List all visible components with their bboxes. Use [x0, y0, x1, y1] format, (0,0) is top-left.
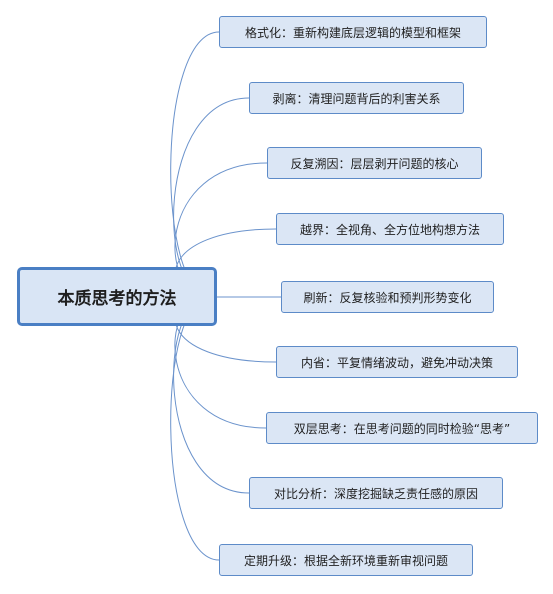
branch-stripping[interactable]: 剥离：清理问题背后的利害关系 [249, 82, 464, 114]
branch-crossing-boundaries[interactable]: 越界：全视角、全方位地构想方法 [276, 213, 504, 245]
branch-comparative-analysis[interactable]: 对比分析：深度挖掘缺乏责任感的原因 [249, 477, 503, 509]
branch-formatting[interactable]: 格式化：重新构建底层逻辑的模型和框架 [219, 16, 487, 48]
branch-refresh[interactable]: 刷新：反复核验和预判形势变化 [281, 281, 494, 313]
branch-double-thinking[interactable]: 双层思考：在思考问题的同时检验“思考” [266, 412, 538, 444]
branch-periodic-upgrade[interactable]: 定期升级：根据全新环境重新审视问题 [219, 544, 473, 576]
branch-repeated-abduction[interactable]: 反复溯因：层层剥开问题的核心 [267, 147, 482, 179]
root-topic[interactable]: 本质思考的方法 [17, 267, 217, 326]
branch-introspection[interactable]: 内省：平复情绪波动，避免冲动决策 [276, 346, 518, 378]
